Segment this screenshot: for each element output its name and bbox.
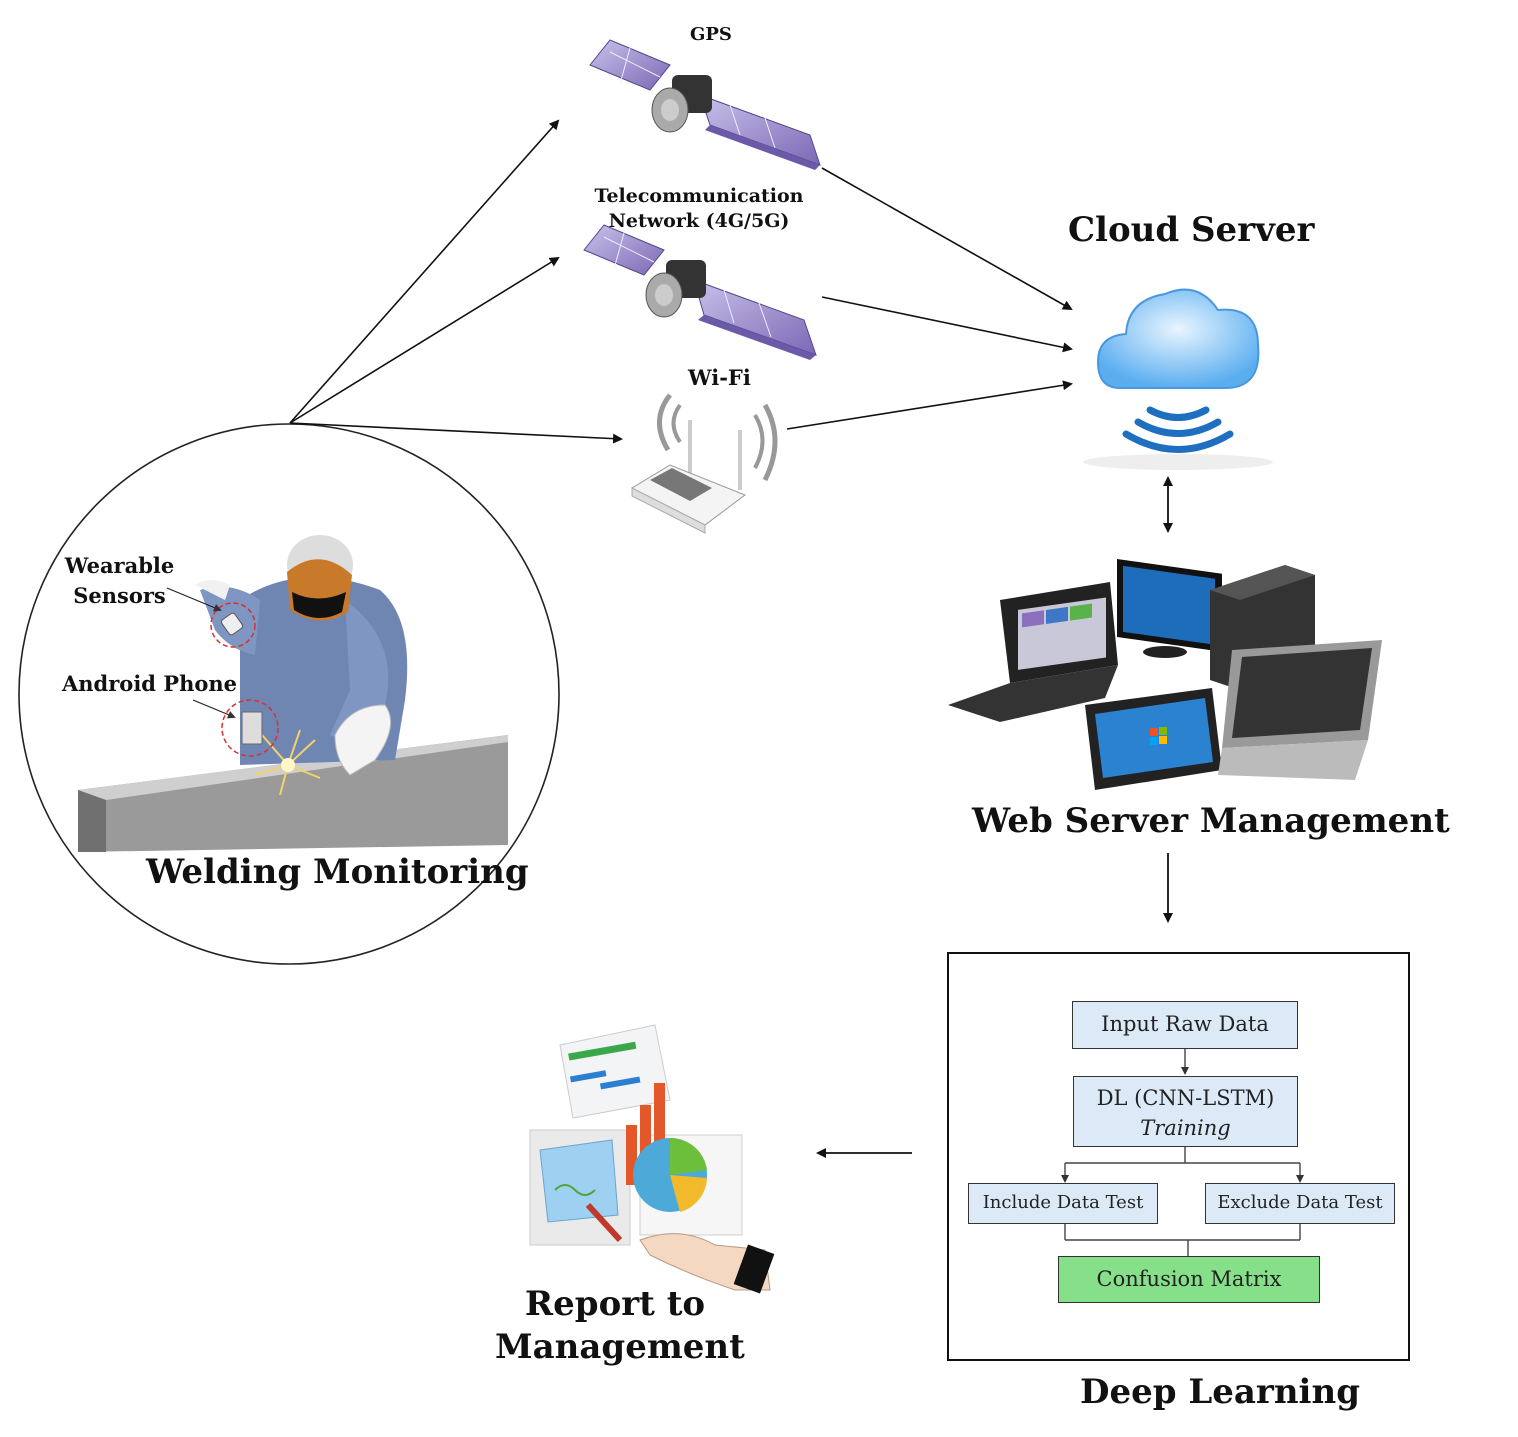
arrow-wifi-to-cloud	[786, 380, 1073, 430]
satellite-icon	[589, 39, 821, 170]
arrow-to-gps	[289, 119, 560, 424]
flowchart-connectors	[1061, 1048, 1304, 1256]
include-data-test-box: Include Data Test	[968, 1183, 1158, 1224]
report-label-line1: Report to	[524, 1284, 706, 1324]
confusion-matrix-box: Confusion Matrix	[1058, 1256, 1320, 1303]
wifi-router-icon	[630, 393, 778, 534]
welding-monitoring-group	[18, 423, 560, 965]
training-box: DL (CNN-LSTM) Training	[1073, 1076, 1298, 1147]
telecom-label: Telecommunication Network (4G/5G)	[594, 184, 804, 234]
report-label: Report to Management	[495, 1283, 745, 1369]
android-phone-label: Android Phone	[62, 671, 237, 696]
arrow-gps-to-cloud	[821, 167, 1073, 310]
wearable-label-line1: Wearable	[64, 553, 175, 578]
welder-icon	[78, 535, 508, 852]
cloud-icon	[1083, 288, 1273, 470]
input-raw-data-box: Input Raw Data	[1072, 1001, 1298, 1049]
deep-learning-frame	[947, 952, 1410, 1361]
cloud-arrows	[786, 167, 1073, 430]
deep-learning-label: Deep Learning	[1080, 1372, 1360, 1412]
cloud-server-label: Cloud Server	[1068, 210, 1315, 250]
welding-monitoring-label: Welding Monitoring	[146, 852, 529, 892]
wearable-label-line2: Sensors	[73, 583, 166, 608]
report-icon	[529, 1024, 775, 1294]
welding-circle	[18, 423, 560, 965]
exclude-data-test-box: Exclude Data Test	[1205, 1183, 1395, 1224]
arrow-to-telecom	[289, 256, 560, 424]
arrow-to-wifi	[289, 422, 623, 444]
training-box-line1: DL (CNN-LSTM)	[1096, 1086, 1275, 1110]
training-box-line2: Training	[1140, 1116, 1231, 1140]
satellite-icon	[583, 224, 817, 360]
arrow-telecom-to-cloud	[821, 296, 1073, 353]
wifi-label: Wi-Fi	[688, 365, 751, 390]
telecom-label-line2: Network (4G/5G)	[608, 210, 790, 232]
wearable-sensors-label: Wearable Sensors	[62, 551, 177, 611]
gps-label: GPS	[690, 24, 732, 45]
uplink-arrows	[289, 119, 623, 444]
telecom-label-line1: Telecommunication	[594, 185, 804, 207]
web-server-label: Web Server Management	[972, 801, 1450, 841]
report-label-line2: Management	[495, 1327, 745, 1367]
computers-icon	[948, 558, 1382, 790]
